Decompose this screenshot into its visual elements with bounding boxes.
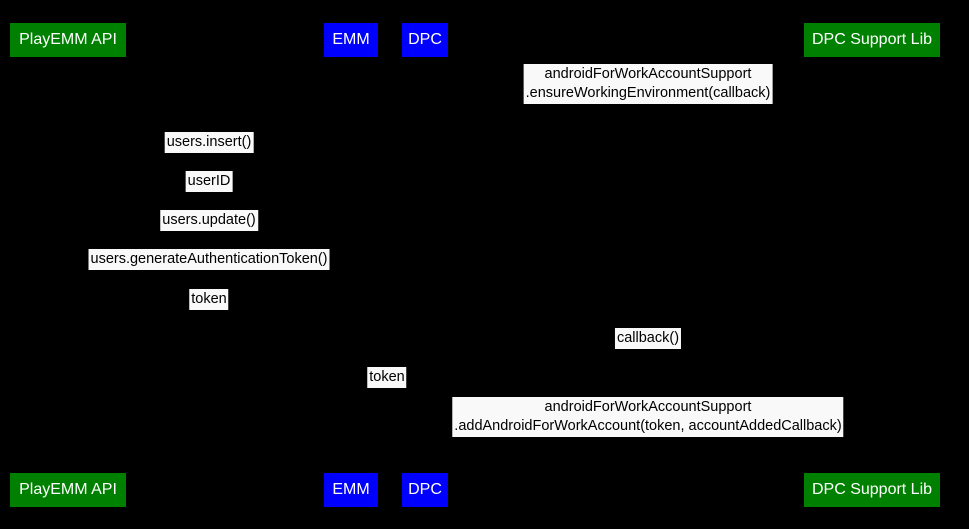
lifeline-dpc-support-lib (872, 57, 873, 473)
message-label-line-1: users.insert() (166, 134, 252, 150)
participant-top-dpc[interactable]: DPC (402, 23, 448, 57)
message-label-users-insert: users.insert() (164, 132, 254, 153)
message-label-line-1: androidForWorkAccountSupport (544, 399, 752, 415)
participant-bottom-dpc-support-lib[interactable]: DPC Support Lib (804, 473, 940, 507)
message-label-line-2: .addAndroidForWorkAccount(token, account… (454, 418, 842, 434)
message-label-token-to-emm: token (189, 289, 229, 310)
message-label-line-1: userID (187, 173, 231, 189)
message-label-users-update: users.update() (160, 210, 258, 231)
participant-bottom-emm[interactable]: EMM (324, 473, 378, 507)
participant-label: PlayEMM API (19, 31, 117, 48)
message-label-line-1: androidForWorkAccountSupport (544, 66, 752, 82)
participant-label: PlayEMM API (19, 481, 117, 498)
message-label-user-id: userID (185, 171, 233, 192)
message-arrow-users-update (68, 231, 351, 232)
message-arrow-ensure-working-environment (425, 104, 872, 105)
message-label-line-1: token (191, 291, 227, 307)
lifeline-playemm-api (68, 57, 69, 473)
message-arrow-add-android-for-work-account (425, 437, 872, 438)
participant-top-dpc-support-lib[interactable]: DPC Support Lib (804, 23, 940, 57)
participant-bottom-playemm-api[interactable]: PlayEMM API (10, 473, 126, 507)
participant-label: DPC (408, 31, 442, 48)
message-label-line-1: users.update() (162, 212, 256, 228)
message-label-line-1: token (369, 369, 405, 385)
message-label-token-to-dpc: token (367, 367, 407, 388)
message-arrow-callback (425, 349, 872, 350)
participant-label: DPC Support Lib (811, 31, 933, 48)
participant-label: EMM (332, 31, 370, 48)
message-label-line-1: users.generateAuthenticationToken() (90, 251, 328, 267)
participant-label: EMM (332, 481, 370, 498)
participant-top-playemm-api[interactable]: PlayEMM API (10, 23, 126, 57)
message-label-ensure-working-environment: androidForWorkAccountSupport .ensureWorki… (523, 64, 773, 104)
message-label-callback: callback() (614, 328, 682, 349)
message-label-add-android-for-work-account: androidForWorkAccountSupport .addAndroidF… (452, 397, 844, 437)
message-label-line-2: .ensureWorkingEnvironment(callback) (525, 85, 771, 101)
message-arrow-users-insert (68, 153, 351, 154)
lifeline-emm (351, 57, 352, 473)
message-label-line-1: callback() (616, 330, 680, 346)
participant-top-emm[interactable]: EMM (324, 23, 378, 57)
message-arrow-token-to-dpc (351, 388, 425, 389)
message-arrow-user-id (68, 192, 351, 193)
message-arrow-users-generate-authentication-token (68, 270, 351, 271)
participant-bottom-dpc[interactable]: DPC (402, 473, 448, 507)
lifeline-dpc (425, 57, 426, 473)
message-arrow-token-to-emm (68, 310, 351, 311)
participant-label: DPC (408, 481, 442, 498)
message-label-users-generate-authentication-token: users.generateAuthenticationToken() (88, 249, 330, 270)
participant-label: DPC Support Lib (811, 481, 933, 498)
